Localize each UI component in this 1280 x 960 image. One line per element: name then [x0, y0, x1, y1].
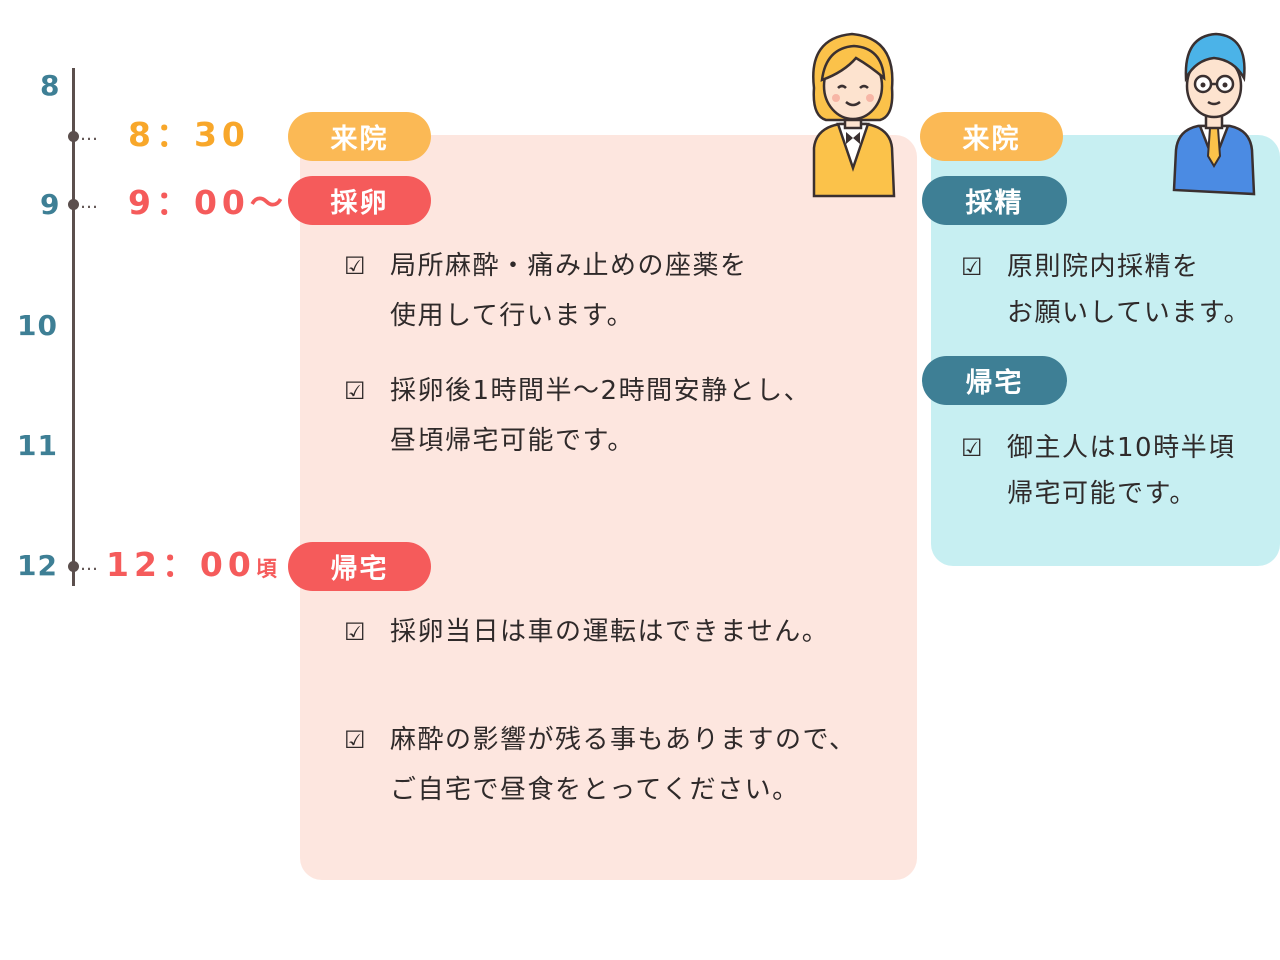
wife-home-item-1-line-1: 採卵当日は車の運転はできません。 [390, 617, 830, 647]
husband-sperm-item-1-line-1: 原則院内採精を [1007, 252, 1200, 282]
husband-home-item-1-line-2: 帰宅可能です。 [1007, 479, 1197, 509]
woman-avatar-icon [812, 32, 896, 198]
husband-sperm-collection-pill: 採精 [922, 176, 1067, 225]
husband-return-home-pill: 帰宅 [922, 356, 1067, 405]
wife-schedule-panel [300, 135, 917, 880]
tick-dot-900 [68, 199, 79, 210]
wife-egg-retrieval-pill: 採卵 [288, 176, 431, 225]
tick-dot-830 [68, 131, 79, 142]
hour-label-11: 11 [17, 429, 58, 462]
checkbox-icon: ☑ [344, 252, 368, 280]
time-830: 8：30 [128, 115, 250, 154]
wife-home-item-2-line-1: 麻酔の影響が残る事もありますので、 [390, 725, 857, 755]
husband-sperm-item-1-line-2: お願いしています。 [1007, 298, 1252, 328]
wife-egg-item-2-line-2: 昼頃帰宅可能です。 [390, 426, 635, 456]
wife-egg-item-2-line-1: 採卵後1時間半～2時間安静とし、 [390, 376, 812, 406]
tick-dash-900: … [80, 192, 98, 213]
time-900: 9：00～ [128, 183, 288, 222]
husband-arrival-pill: 来院 [920, 112, 1063, 161]
time-1200: 12：00頃 [106, 548, 277, 581]
wife-home-item-1: ☑ 採卵当日は車の運転はできません。 [344, 607, 829, 657]
wife-egg-item-1-line-1: 局所麻酔・痛み止めの座薬を [390, 251, 748, 281]
tick-dot-1200 [68, 561, 79, 572]
tick-dash-1200: … [80, 554, 98, 575]
husband-home-item-1: ☑ 御主人は10時半頃 帰宅可能です。 [961, 425, 1236, 517]
time-1200-suffix: 頃 [255, 557, 277, 581]
tick-dash-830: … [80, 124, 98, 145]
wife-arrival-pill: 来院 [288, 112, 431, 161]
timeline-axis [72, 68, 75, 586]
wife-egg-item-2: ☑ 採卵後1時間半～2時間安静とし、 昼頃帰宅可能です。 [344, 366, 811, 466]
checkbox-icon: ☑ [961, 434, 985, 462]
checkbox-icon: ☑ [344, 618, 368, 646]
wife-home-item-2: ☑ 麻酔の影響が残る事もありますので、 ご自宅で昼食をとってください。 [344, 715, 856, 815]
time-1200-value: 12：00 [106, 545, 256, 584]
man-avatar-icon [1172, 32, 1256, 196]
hour-label-12: 12 [17, 549, 58, 582]
checkbox-icon: ☑ [344, 377, 368, 405]
wife-home-item-2-line-2: ご自宅で昼食をとってください。 [390, 775, 800, 805]
wife-egg-item-1: ☑ 局所麻酔・痛み止めの座薬を 使用して行います。 [344, 241, 748, 341]
checkbox-icon: ☑ [961, 253, 985, 281]
hour-label-8: 8 [40, 69, 61, 102]
husband-home-item-1-line-1: 御主人は10時半頃 [1007, 433, 1236, 463]
wife-egg-item-1-line-2: 使用して行います。 [390, 301, 635, 331]
checkbox-icon: ☑ [344, 726, 368, 754]
wife-return-home-pill: 帰宅 [288, 542, 431, 591]
husband-sperm-item-1: ☑ 原則院内採精を お願いしています。 [961, 244, 1251, 336]
hour-label-9: 9 [40, 188, 61, 221]
hour-label-10: 10 [17, 309, 58, 342]
